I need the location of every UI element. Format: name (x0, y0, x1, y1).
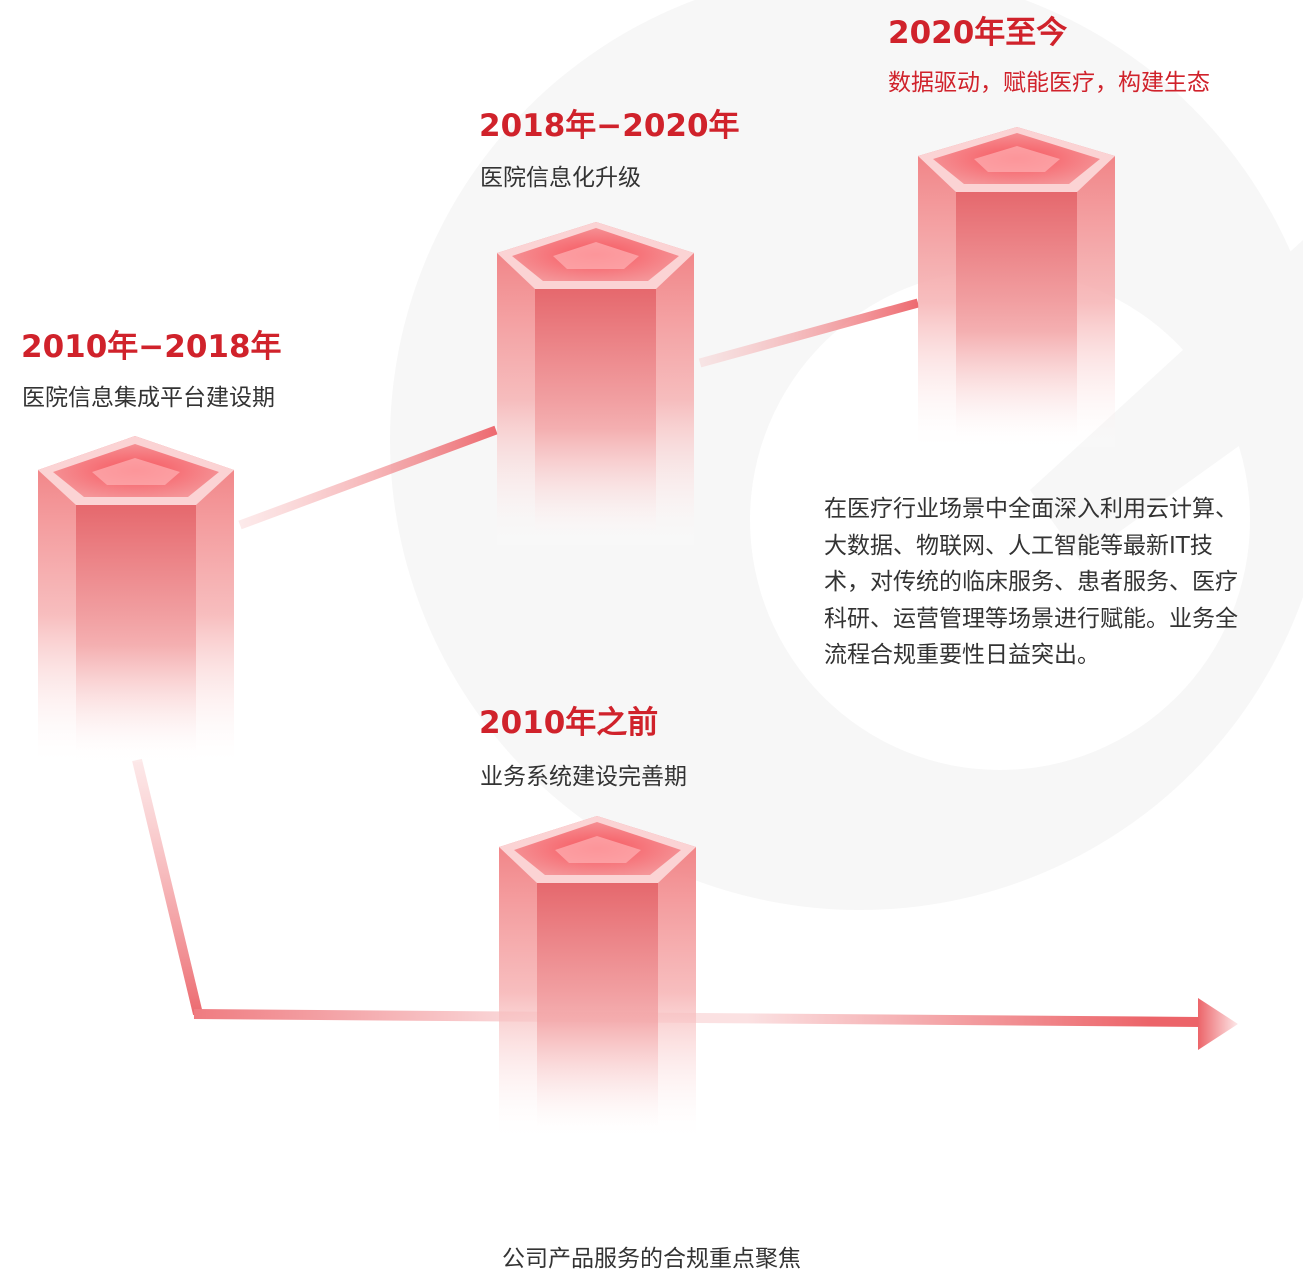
connector-stage1-stage2 (238, 425, 498, 530)
stage-year-label: 2020年至今 (888, 15, 1068, 51)
pillar-stage2 (497, 222, 694, 545)
baseline-arrow-shaft (193, 1009, 1201, 1027)
connector-stage1-down (132, 758, 203, 1016)
stage-subtitle: 业务系统建设完善期 (480, 764, 687, 790)
pillar-stage1 (38, 436, 234, 762)
pillar-stage3 (918, 127, 1115, 447)
connector-stage2-stage3 (698, 298, 920, 368)
stage-year-label: 2010年−2018年 (21, 329, 282, 365)
timeline-connectors (132, 298, 1238, 1050)
stage-year-label: 2018年−2020年 (479, 108, 740, 144)
stage-year-label: 2010年之前 (479, 705, 659, 741)
footer-caption: 公司产品服务的合规重点聚焦 (502, 1246, 801, 1272)
stage-subtitle: 数据驱动，赋能医疗，构建生态 (888, 70, 1210, 96)
arrow-head-icon (1198, 998, 1238, 1050)
stage-subtitle: 医院信息集成平台建设期 (22, 385, 275, 411)
stage-subtitle: 医院信息化升级 (480, 165, 641, 191)
current-stage-description: 在医疗行业场景中全面深入利用云计算、大数据、物联网、人工智能等最新IT技术，对传… (824, 496, 1238, 668)
pillar-stage0 (499, 816, 696, 1137)
